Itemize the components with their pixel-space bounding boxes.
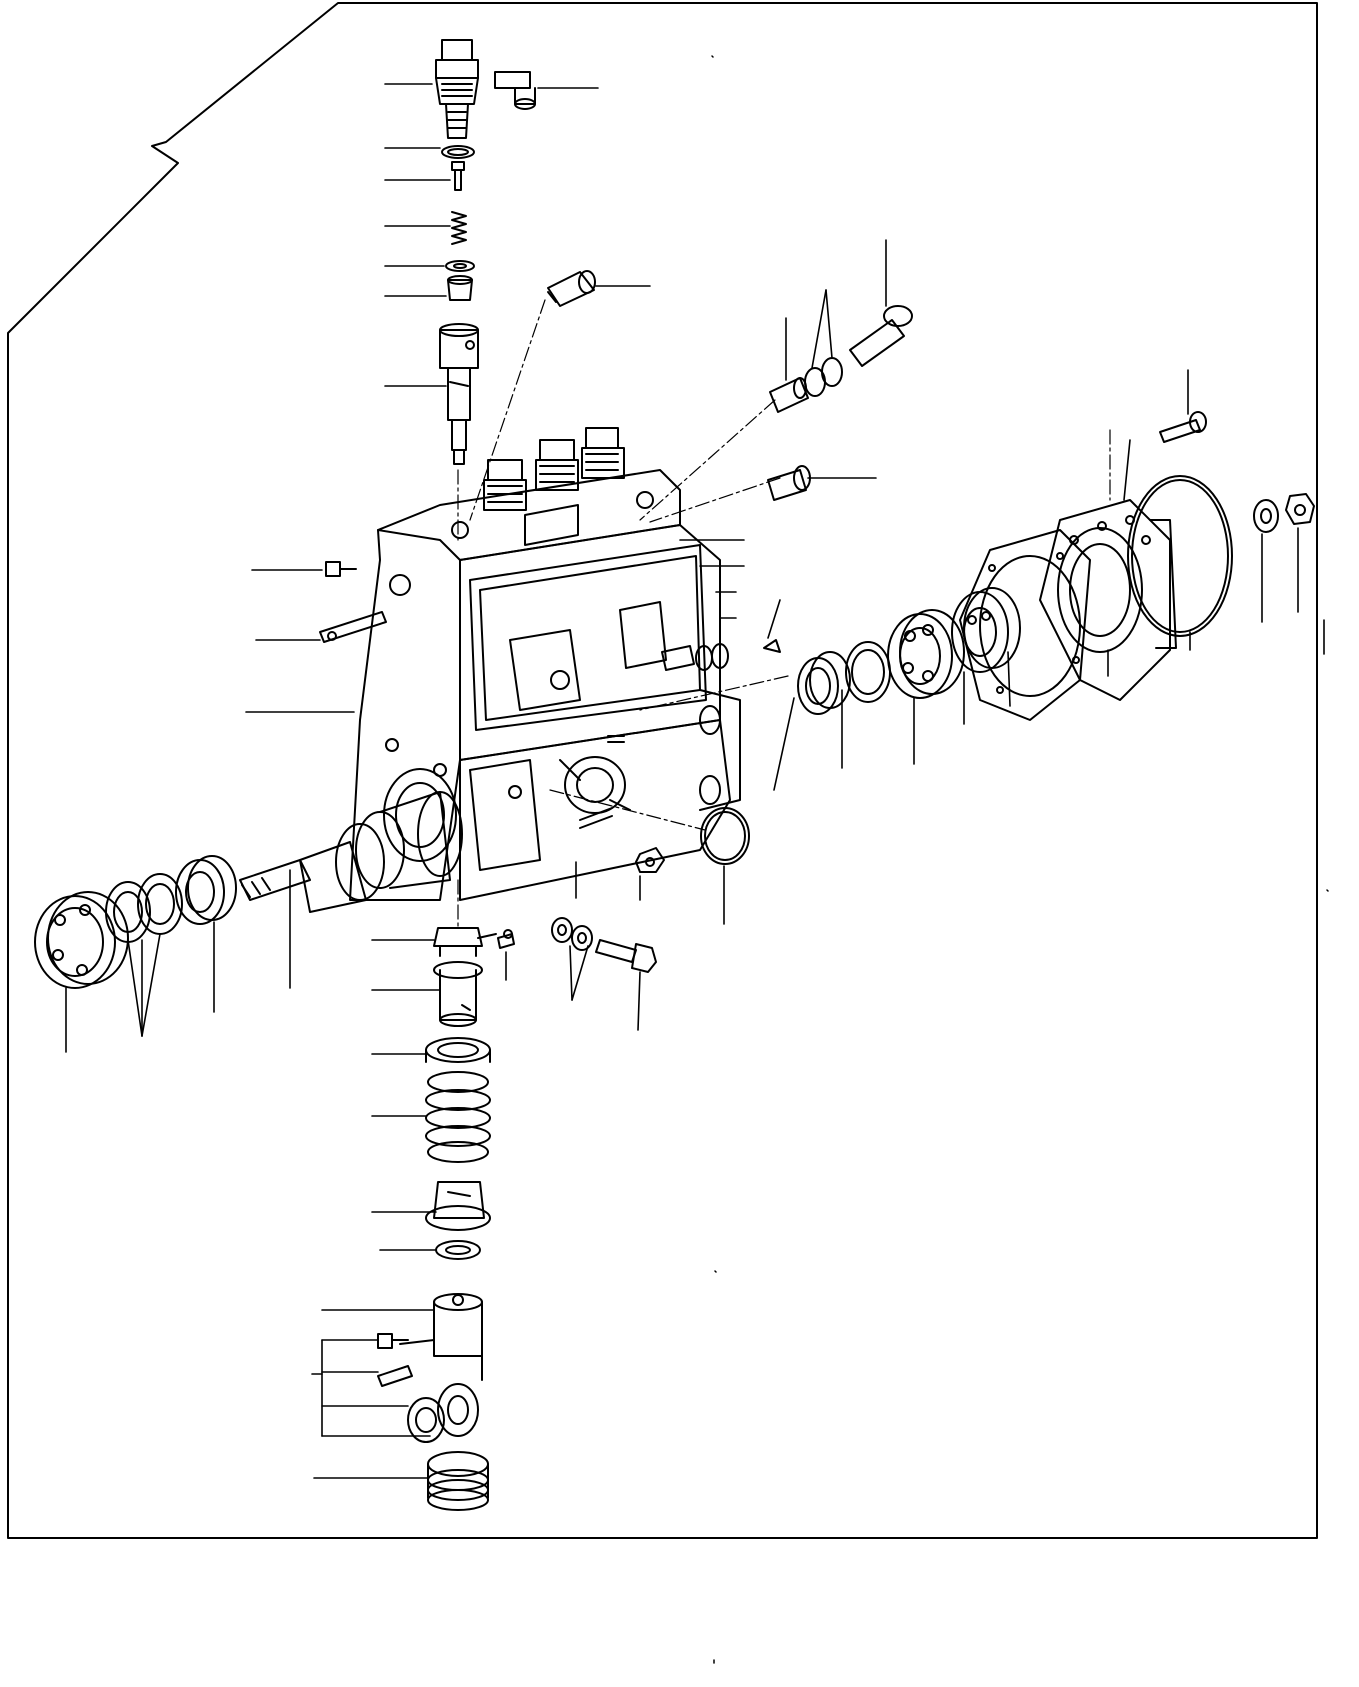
spring-seat-lower [425,1037,491,1063]
roller-pin [377,1365,413,1387]
tappet-roller [407,1383,479,1443]
leader-lines [65,83,1325,1479]
tappet-guide [425,1181,491,1231]
clamp-bracket [494,71,536,110]
hex-bolt-lower [595,939,657,973]
roller-tappet [399,1293,483,1381]
shaft-seal-left [175,855,237,925]
spring-seat-upper [433,961,483,1027]
hex-nut-right [1285,493,1315,525]
small-clip [763,639,781,653]
control-sleeve [433,927,497,957]
tappet-washer [435,1240,481,1260]
small-screw-left [325,561,357,577]
delivery-valve-holder [435,39,479,139]
shaft-seal-right [797,651,851,715]
ball-bearing-left [34,891,129,989]
delivery-valve [451,161,465,191]
large-o-ring [1127,475,1233,637]
bleed-screw [1159,411,1207,443]
flange-gasket [959,529,1091,721]
overflow-valve-bolt [849,305,913,367]
hollow-screw-fitting [769,357,843,413]
stray-marks [711,55,1329,1664]
washer-pair-lower [551,917,593,951]
sealing-washer [441,145,475,159]
closing-plug [427,1451,489,1511]
flange-stud [579,807,613,829]
small-screw-center [497,929,515,949]
bearing-retainer [951,587,1021,673]
valve-seat [447,275,473,301]
assembly-axis-lines [457,299,1111,931]
banjo-bolt [547,270,596,307]
valve-washer [445,260,475,272]
ball-bearing-right [887,609,965,699]
washer-right [1253,499,1279,533]
camshaft [239,791,463,913]
bearing-housing-flange [1039,499,1177,701]
shim-right [845,641,891,703]
housing-stud [607,735,625,743]
o-ring-lower [700,807,750,865]
plug-screw [767,465,811,501]
hex-nut-lower [635,847,665,873]
diagram-frame [7,2,1318,1539]
pump-element-barrel [439,323,479,465]
pump-housing [349,427,741,901]
screw-and-washer-side [661,643,729,671]
plunger-spring [425,1071,491,1163]
valve-spring [451,211,467,245]
stop-lever [319,611,387,643]
tappet-pin [377,1333,409,1349]
